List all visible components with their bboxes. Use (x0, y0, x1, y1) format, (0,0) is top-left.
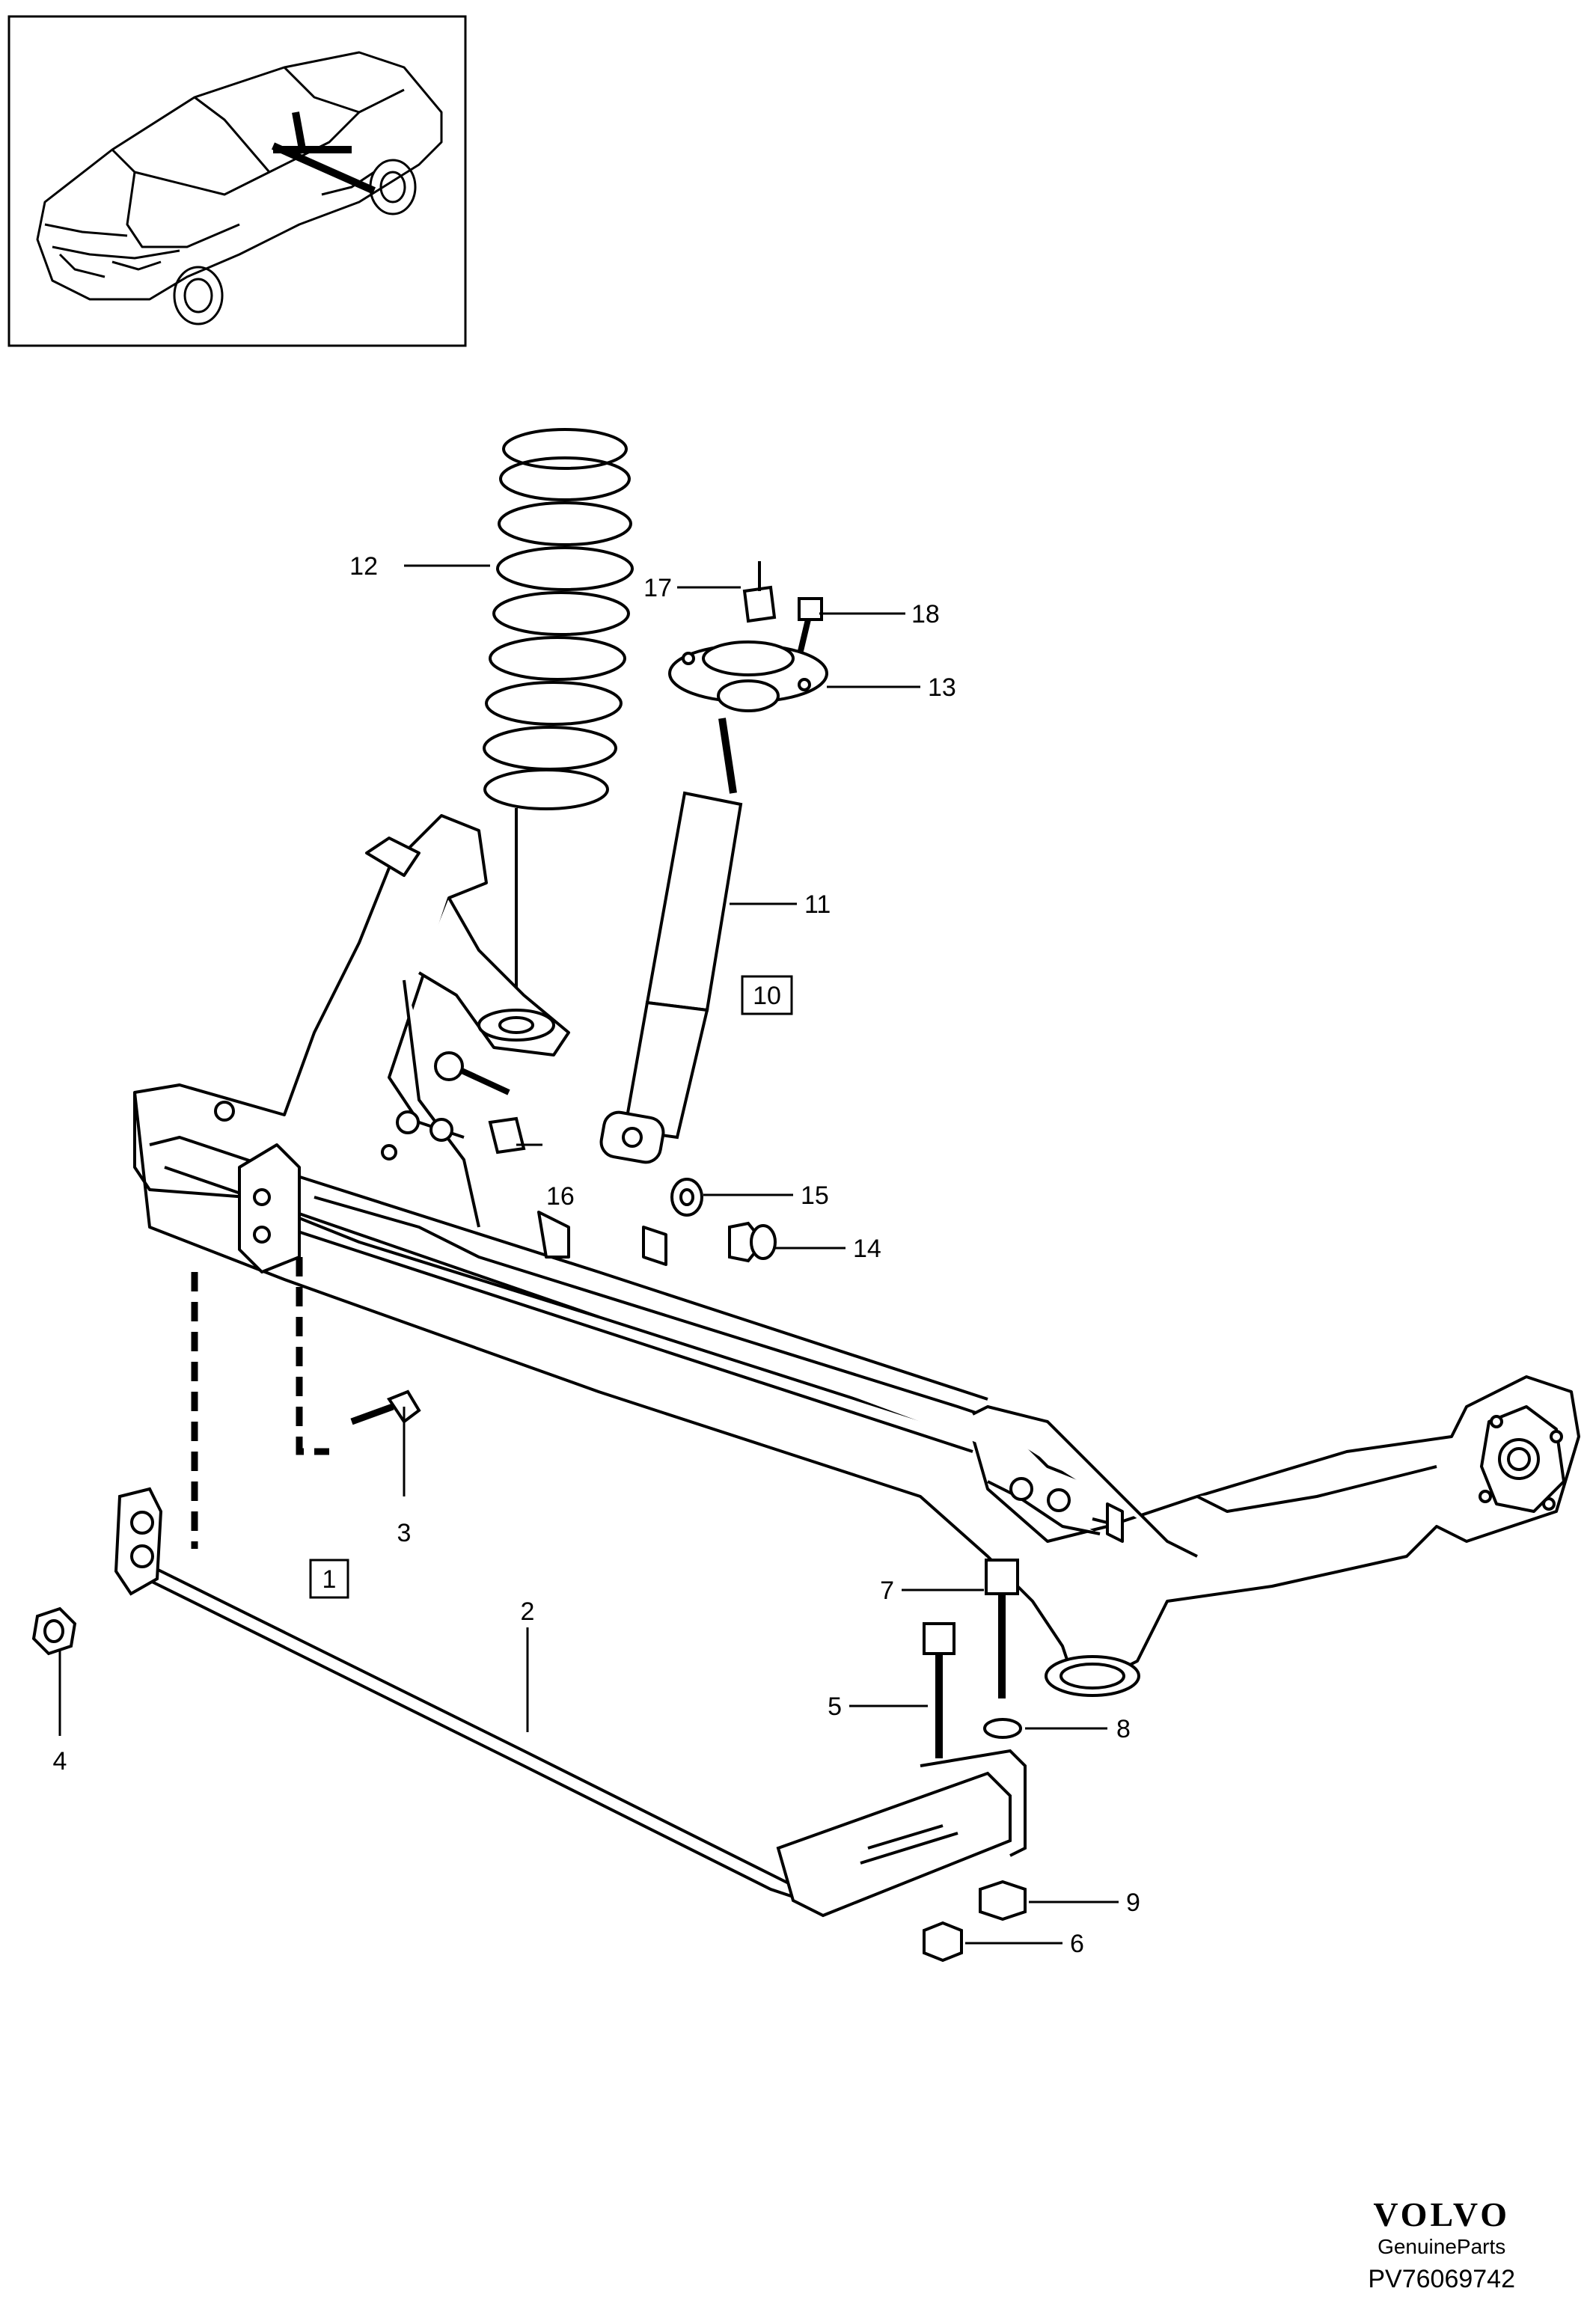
callout-label-10: 10 (753, 982, 781, 1010)
callout-label-11: 11 (804, 890, 831, 919)
nut-6 (923, 1921, 963, 1963)
callout-label-5: 5 (828, 1692, 842, 1721)
callout-label-4: 4 (53, 1747, 67, 1776)
bolt-3 (350, 1389, 421, 1425)
brand-block: VOLVO GenuineParts PV76069742 (1368, 2198, 1515, 2294)
nut-17 (742, 561, 777, 623)
callout-label-1: 1 (322, 1565, 337, 1594)
mounting-guide-lines (191, 1257, 329, 1549)
coil-spring (483, 428, 634, 1010)
nut-9 (979, 1880, 1027, 1921)
callout-box-10: 10 (741, 975, 793, 1015)
callout-label-6: 6 (1070, 1930, 1084, 1958)
nut-4 (31, 1606, 77, 1656)
callout-label-16: 16 (546, 1182, 575, 1211)
rear-axle-subframe (133, 814, 1580, 1697)
volvo-logo: VOLVO (1373, 2195, 1510, 2233)
leader-lines (58, 564, 1119, 1945)
bolt-18 (798, 597, 823, 652)
washer-15 (670, 1178, 703, 1217)
nut-14 (728, 1221, 777, 1263)
vehicle-locator-inset (7, 15, 467, 347)
callout-label-3: 3 (397, 1519, 412, 1547)
bolt-7 (985, 1559, 1019, 1698)
callout-label-17: 17 (643, 574, 672, 602)
stabilizer-bar (138, 1559, 1027, 1918)
top-mount (668, 640, 828, 712)
callout-label-7: 7 (880, 1577, 894, 1605)
shock-lower-bolt (434, 1051, 526, 1155)
callout-label-12: 12 (349, 552, 378, 581)
genuine-parts-label: GenuineParts (1378, 2235, 1506, 2258)
stabilizer-bushing (114, 1487, 163, 1596)
callout-label-2: 2 (521, 1597, 535, 1626)
callout-label-14: 14 (853, 1235, 881, 1263)
diagram-code: PV76069742 (1368, 2265, 1515, 2293)
callout-box-1: 1 (309, 1559, 349, 1599)
callout-label-18: 18 (911, 600, 940, 629)
bolt-5 (923, 1622, 955, 1758)
callout-label-9: 9 (1126, 1889, 1140, 1917)
callout-label-8: 8 (1116, 1715, 1131, 1743)
washer-8 (983, 1718, 1022, 1739)
shock-absorber (599, 718, 743, 1164)
callout-label-15: 15 (801, 1181, 829, 1210)
callout-label-13: 13 (928, 673, 956, 702)
